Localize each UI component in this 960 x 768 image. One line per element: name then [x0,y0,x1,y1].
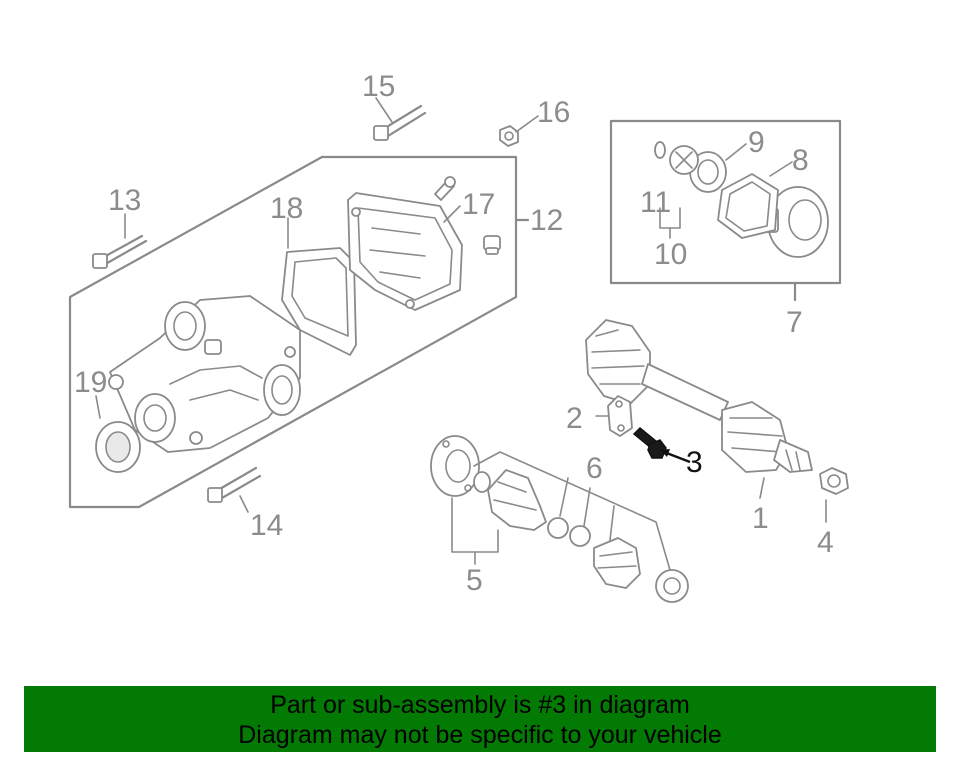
banner-line-1: Part or sub-assembly is #3 in diagram [270,691,690,719]
parts-diagram: 1 2 3 4 5 6 7 8 9 10 11 12 13 14 15 16 1… [68,70,849,603]
callout-1: 1 [752,502,769,535]
callout-13: 13 [108,184,141,217]
callout-11: 11 [640,186,671,219]
callout-15: 15 [362,70,395,103]
callout-9: 9 [748,126,765,159]
boot-sleeve [655,569,689,603]
cover-gasket [281,247,357,356]
banner-line-2: Diagram may not be specific to your vehi… [238,721,722,749]
bolt-13 [92,234,148,269]
axle-shaft [585,319,813,473]
differential-housing [108,295,301,453]
callout-18: 18 [270,192,303,225]
callout-17: 17 [462,188,495,221]
bolt-15 [373,104,427,141]
info-banner: Part or sub-assembly is #3 in diagram Di… [24,686,936,752]
callout-12: 12 [530,204,563,237]
joint-kit-box [609,119,842,285]
bracket-2 [607,395,633,437]
joint-flange [430,435,480,497]
callout-labels: 1 2 3 4 5 6 7 8 9 10 11 12 13 14 15 16 1… [74,70,834,597]
differential-cover [347,192,463,311]
callout-16: 16 [537,96,570,129]
callout-3: 3 [686,446,703,479]
callout-4: 4 [817,526,834,559]
callout-6: 6 [586,452,603,485]
pinion-seal [95,421,141,473]
joint-boot [487,469,547,531]
highlighted-bolt-3 [632,426,667,459]
bolt-14 [207,466,262,503]
callout-8: 8 [792,144,809,177]
callout-2: 2 [566,402,583,435]
callout-19: 19 [74,366,107,399]
callout-14: 14 [250,509,283,542]
callout-7: 7 [786,306,803,339]
differential-panel-outline [68,155,518,509]
leader-lines [95,97,827,523]
joint-kit-group [609,119,842,302]
outer-boot [593,537,641,589]
callout-5: 5 [466,564,483,597]
boot-kit-group [430,435,689,603]
axle-nut [819,467,849,495]
drain-plug [483,235,501,255]
differential-assembly-group [68,155,530,509]
callout-10: 10 [654,238,687,271]
nut-16 [499,125,519,147]
